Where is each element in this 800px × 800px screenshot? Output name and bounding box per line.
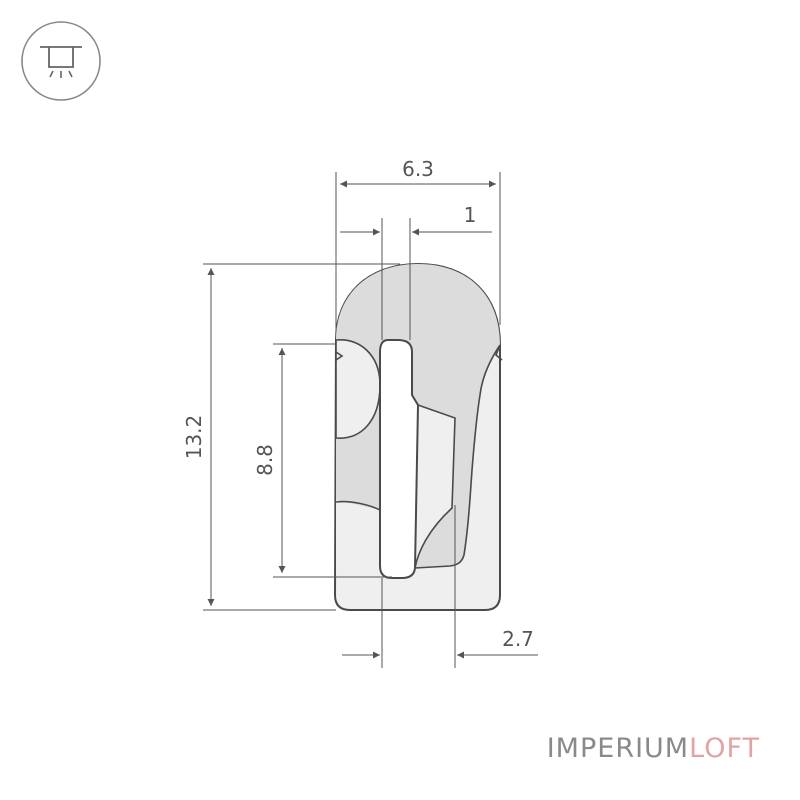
dim-wall-top: 1 xyxy=(340,203,492,340)
ceiling-light-icon xyxy=(21,21,101,101)
dim-height-inner: 8.8 xyxy=(253,343,392,578)
dim-width-bottom-label: 2.7 xyxy=(502,627,534,651)
profile-section xyxy=(333,262,503,611)
led-slot xyxy=(379,339,420,579)
dim-width-total-label: 6.3 xyxy=(402,157,434,181)
dim-width-total: 6.3 xyxy=(335,157,501,330)
profile-diffuser xyxy=(336,264,500,568)
brand-logo: IMPERIUMLOFT xyxy=(547,733,760,764)
dim-height-total-label: 13.2 xyxy=(182,415,206,460)
dim-height-inner-label: 8.8 xyxy=(253,444,277,476)
dim-height-total: 13.2 xyxy=(182,263,400,611)
dim-wall-top-label: 1 xyxy=(464,203,477,227)
dim-width-bottom: 2.7 xyxy=(342,505,538,668)
brand-logo-part2: LOFT xyxy=(689,733,760,764)
brand-logo-part1: IMPERIUM xyxy=(546,733,690,764)
